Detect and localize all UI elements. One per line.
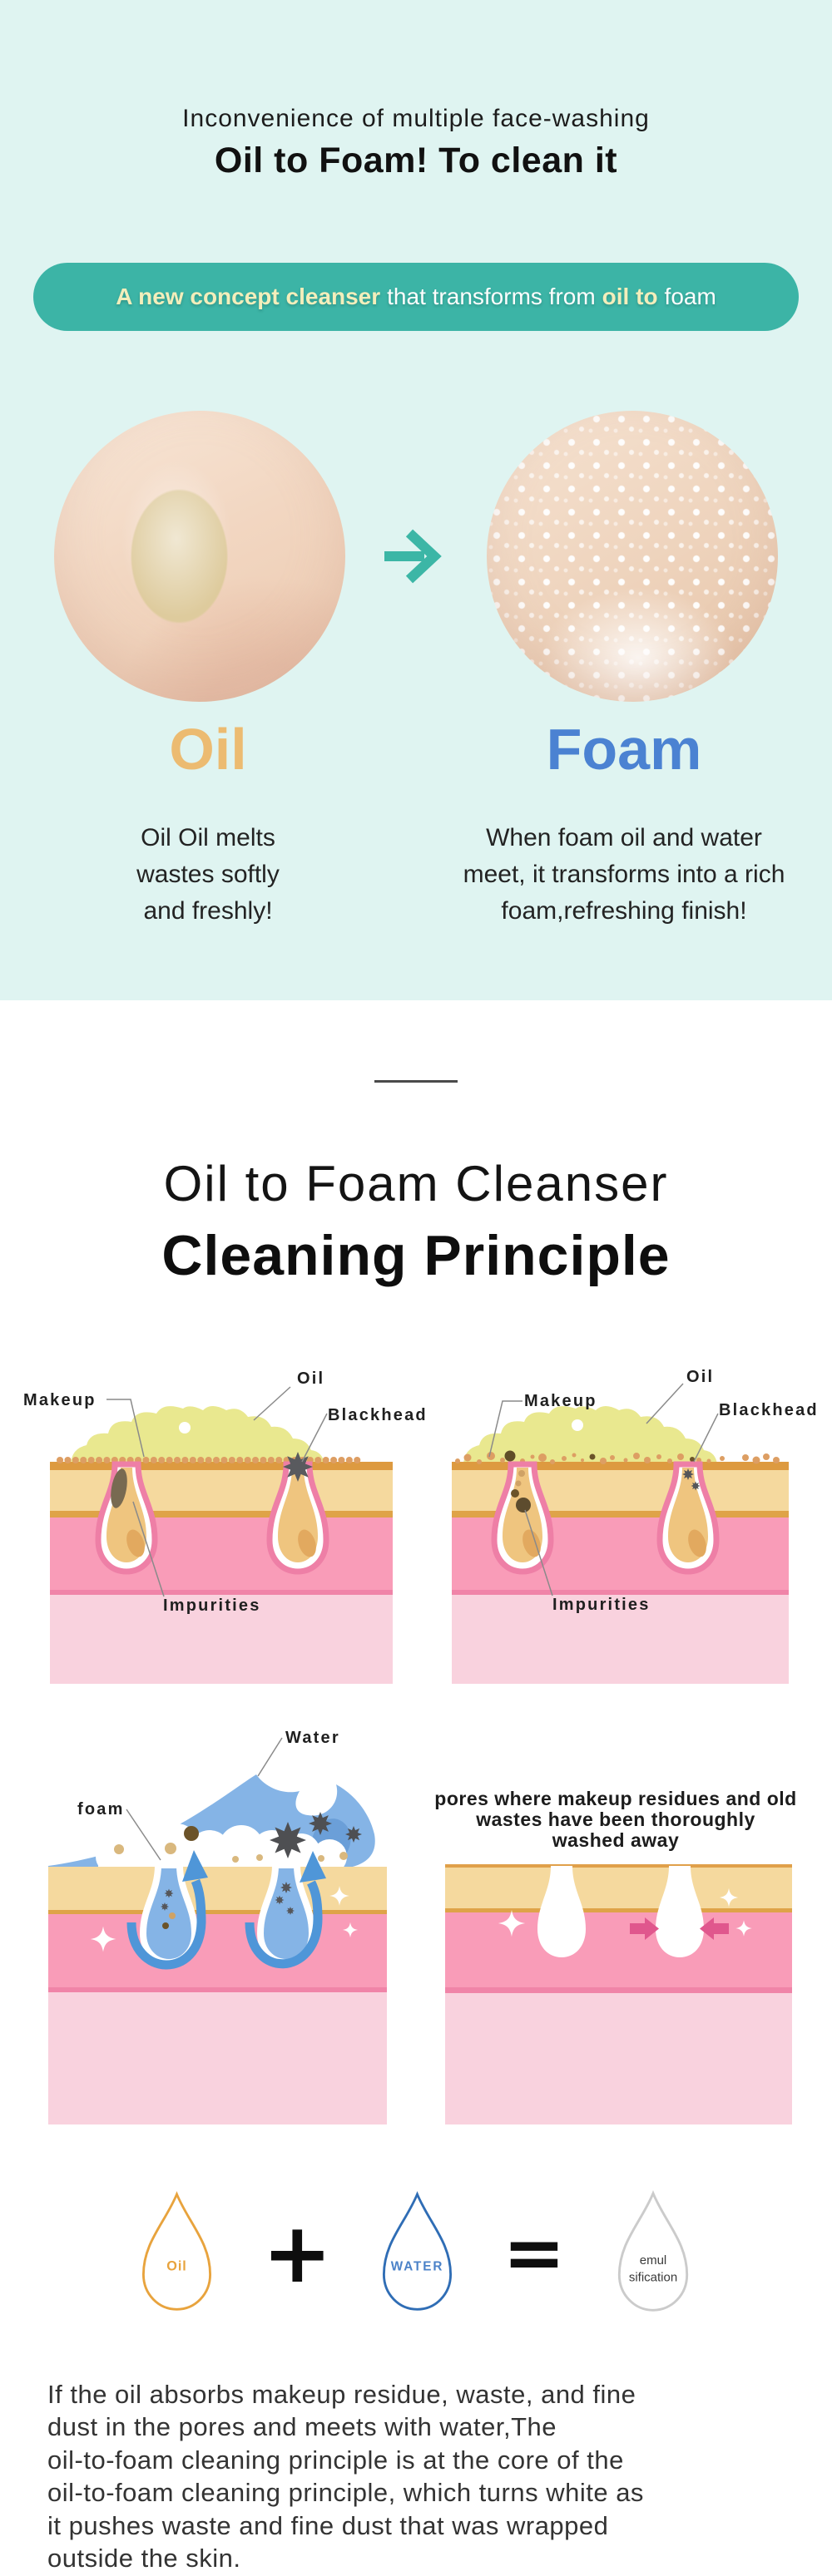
section-divider	[374, 1080, 458, 1083]
equals-sign: =	[503, 2208, 566, 2297]
before-after-photos	[0, 410, 832, 702]
label-blackhead: Blackhead	[328, 1406, 428, 1424]
foam-label: Foam	[546, 716, 702, 782]
dirt-star-large	[270, 1821, 306, 1858]
emulsification-drop-icon: emul sification	[617, 2190, 688, 2312]
principle-section: Oil to Foam Cleanser Cleaning Principle	[0, 1080, 832, 2575]
rising-impurity	[516, 1497, 531, 1513]
clean-pore-right	[656, 1865, 704, 1957]
principle-heading-line1: Oil to Foam Cleanser	[163, 1156, 669, 1212]
oil-blob	[71, 1405, 324, 1464]
label-water: Water	[285, 1729, 340, 1747]
hero-title: Oil to Foam! To clean it	[214, 141, 618, 180]
banner-bold-oil: oil to	[602, 283, 658, 309]
label-foam: foam	[77, 1800, 125, 1818]
diagram-clean-pores: pores where makeup residues and old wast…	[434, 1788, 796, 2124]
banner-bold-lead: A new concept cleanser	[116, 283, 381, 309]
emulsification-label-line1: emul	[639, 2253, 666, 2268]
label-impurities: Impurities	[552, 1596, 651, 1614]
principle-diagrams: Makeup Oil Blackhead Impurities	[0, 1322, 832, 2129]
phase-labels: Oil Foam	[0, 720, 832, 778]
concept-banner: A new concept cleanser that transforms f…	[33, 262, 799, 331]
diagram-oil-lifting: Makeup Oil Blackhead Impurities	[452, 1368, 819, 1684]
right-arrow-icon	[384, 529, 442, 583]
clean-caption-line1: pores where makeup residues and old	[434, 1788, 796, 1809]
principle-heading-line2: Cleaning Principle	[161, 1224, 671, 1287]
scattered-makeup-dots	[455, 1451, 780, 1464]
flow-arrow-right	[245, 1880, 323, 1968]
banner-mid-text: that transforms from	[387, 283, 596, 309]
oil-drop-icon: Oil	[142, 2191, 212, 2311]
oil-description: Oil Oil melts wastes softly and freshly!	[136, 823, 280, 925]
blackhead-star-icon	[283, 1451, 313, 1482]
water-drop-label: WATER	[391, 2260, 444, 2274]
hero-section: Inconvenience of multiple face-washing O…	[0, 0, 832, 1000]
label-blackhead: Blackhead	[719, 1401, 819, 1419]
diagram-oil-applied: Makeup Oil Blackhead Impurities	[23, 1369, 426, 1684]
tighten-arrows	[630, 1917, 729, 1940]
lifted-impurity	[184, 1825, 199, 1841]
emulsification-label-line2: sification	[628, 2271, 676, 2285]
hero-subtitle: Inconvenience of multiple face-washing	[182, 105, 650, 132]
phase-descriptions: Oil Oil melts wastes softly and freshly!…	[0, 820, 832, 930]
banner-tail-text: foam	[664, 283, 716, 309]
clean-pore-left	[537, 1865, 586, 1957]
oil-drop-label: Oil	[167, 2259, 188, 2274]
label-oil: Oil	[686, 1368, 714, 1386]
water-drop-icon: WATER	[383, 2191, 453, 2311]
oil-label: Oil	[169, 716, 247, 782]
transform-arrow-wrap	[345, 527, 487, 585]
label-makeup: Makeup	[524, 1392, 597, 1410]
label-makeup: Makeup	[23, 1391, 97, 1409]
flow-arrow-left	[126, 1878, 206, 1969]
diagram-water-foam-rinse: Water foam	[48, 1729, 387, 2124]
impurity-blob	[111, 1468, 127, 1508]
oil-blob	[463, 1405, 717, 1464]
oil-on-hand-photo	[54, 410, 345, 702]
plus-sign: +	[262, 2203, 333, 2302]
principle-paragraph: If the oil absorbs makeup residue, waste…	[47, 2379, 644, 2574]
clean-caption-line2: wastes have been thoroughly	[475, 1809, 755, 1830]
emulsification-equation: Oil + WATER = emul sification	[0, 2187, 832, 2320]
clean-caption-line3: washed away	[552, 1829, 680, 1851]
foam-description: When foam oil and water meet, it transfo…	[463, 823, 785, 925]
label-impurities: Impurities	[163, 1596, 261, 1615]
label-oil: Oil	[297, 1369, 324, 1388]
foam-on-hand-photo	[487, 410, 778, 702]
